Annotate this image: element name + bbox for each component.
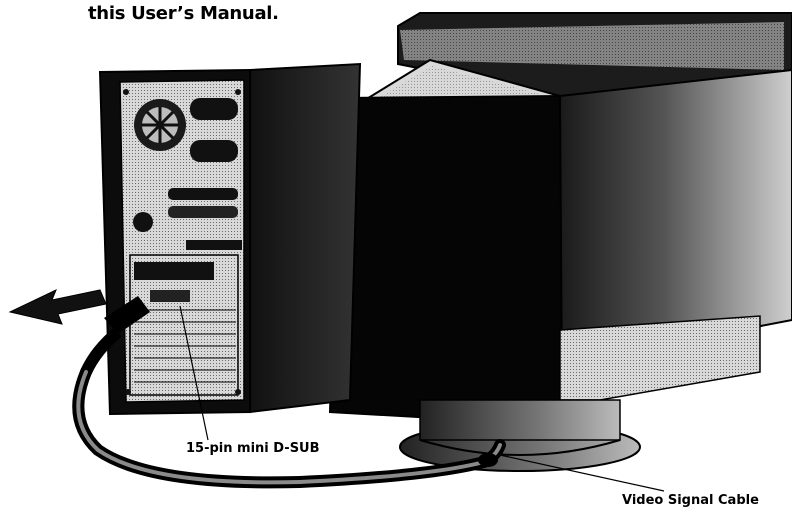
cable-label: Video Signal Cable	[622, 493, 759, 508]
cooling-fan-icon	[134, 99, 186, 151]
insert-arrow-icon	[10, 290, 106, 324]
manual-reference-text: this User’s Manual.	[88, 3, 279, 24]
pc-tower	[100, 64, 360, 414]
monitor-stand	[400, 400, 640, 471]
crt-monitor	[330, 13, 792, 471]
monitor-front-bezel	[330, 96, 562, 420]
tower-side-panel	[250, 64, 360, 412]
video-card-port	[134, 262, 214, 280]
dsub-connector-label: 15-pin mini D-SUB	[186, 441, 320, 456]
